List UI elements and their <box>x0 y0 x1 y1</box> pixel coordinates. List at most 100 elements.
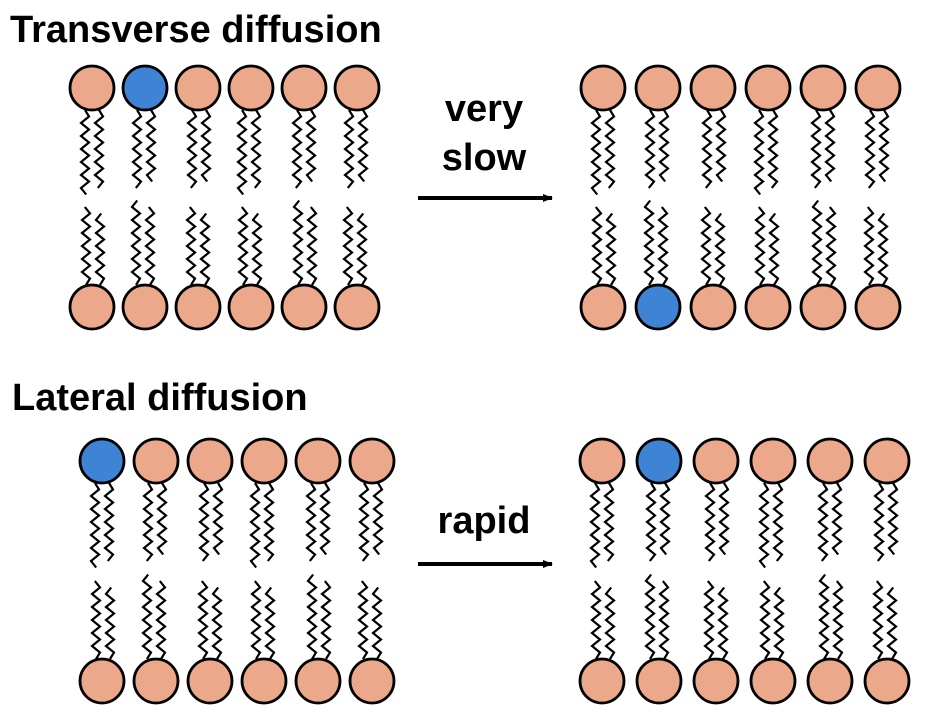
bottom-leaflet-lipid <box>854 206 902 331</box>
fatty-acid-tail <box>878 109 890 183</box>
bottom-leaflet-lipid <box>692 580 740 705</box>
fatty-acid-tail <box>767 109 779 189</box>
fatty-acid-tail <box>772 482 784 562</box>
fatty-acid-tail <box>371 586 383 660</box>
fatty-acid-tail <box>343 109 355 189</box>
fatty-acid-tail <box>342 206 354 286</box>
top-leaflet-lipid <box>578 437 626 569</box>
fatty-acid-tail <box>658 109 670 183</box>
bottom-leaflet-lipid <box>348 580 396 705</box>
fatty-acid-tail <box>291 109 303 189</box>
fatty-acid-tail <box>718 482 730 556</box>
top-leaflet-lipid <box>174 64 222 189</box>
top-leaflet-lipid <box>333 64 381 189</box>
lateral-rate-label: rapid <box>438 500 531 542</box>
fatty-acid-tail <box>131 109 143 189</box>
top-leaflet-lipid <box>132 437 180 562</box>
lipid-head <box>579 283 627 331</box>
lipid-head <box>186 437 234 485</box>
bottom-leaflet-lipid <box>333 206 381 331</box>
bottom-leaflet-lipid <box>227 206 275 331</box>
lipid-head <box>749 657 797 705</box>
top-leaflet-lipid <box>689 64 737 189</box>
fatty-acid-tail <box>236 109 248 196</box>
top-leaflet-lipid <box>186 437 234 562</box>
fatty-acid-tail <box>873 482 885 562</box>
top-leaflet-lipid <box>634 64 682 189</box>
top-leaflet-lipid <box>744 64 792 196</box>
fatty-acid-tail <box>657 206 669 286</box>
fatty-acid-tail <box>872 580 884 660</box>
transverse-diffusion-title: Transverse diffusion <box>10 9 382 51</box>
fatty-acid-tail <box>185 206 197 286</box>
lipid-head <box>348 657 396 705</box>
fatty-acid-tail <box>155 580 167 660</box>
labeled-lipid-head <box>634 283 682 331</box>
fatty-acid-tail <box>212 482 224 556</box>
fatty-acid-tail <box>292 199 304 286</box>
lipid-head <box>854 283 902 331</box>
fatty-acid-tail <box>104 586 116 660</box>
lipid-head <box>634 64 682 112</box>
top-leaflet-lipid <box>78 437 126 569</box>
fatty-acid-tail <box>145 109 157 183</box>
fatty-acid-tail <box>93 109 105 189</box>
bottom-leaflet-lipid <box>578 580 626 705</box>
bottom-leaflet-lipid <box>863 580 911 705</box>
bottom-leaflet-lipid <box>186 580 234 705</box>
fatty-acid-tail <box>605 212 617 286</box>
lipid-head <box>806 437 854 485</box>
lipid-head <box>280 64 328 112</box>
fatty-acid-tail <box>358 482 370 562</box>
bottom-leaflet-lipid <box>634 199 682 331</box>
lipid-head <box>749 437 797 485</box>
fatty-acid-tail <box>704 482 716 562</box>
fatty-acid-tail <box>200 109 212 183</box>
lateral-before-bilayer <box>78 437 396 705</box>
bottom-leaflet-lipid <box>174 206 222 331</box>
lipid-head <box>692 437 740 485</box>
fatty-acid-tail <box>590 580 602 660</box>
lipid-head <box>578 437 626 485</box>
fatty-acid-tail <box>754 206 766 286</box>
fatty-acid-tail <box>251 212 263 286</box>
lipid-head <box>132 437 180 485</box>
fatty-acid-tail <box>832 580 844 660</box>
fatty-acid-tail <box>877 212 889 286</box>
labeled-lipid-head <box>121 64 169 112</box>
lipid-head <box>68 283 116 331</box>
fatty-acid-tail <box>759 580 771 660</box>
fatty-acid-tail <box>604 586 616 660</box>
lipid-head <box>186 657 234 705</box>
fatty-acid-tail <box>811 199 823 286</box>
top-leaflet-lipid <box>121 64 169 189</box>
fatty-acid-tail <box>263 482 275 562</box>
lipid-head <box>744 283 792 331</box>
fatty-acid-tail <box>249 482 261 569</box>
lipid-head <box>294 437 342 485</box>
fatty-acid-tail <box>703 580 715 660</box>
fatty-acid-tail <box>186 109 198 189</box>
fatty-acid-tail <box>250 580 262 660</box>
lipid-head <box>333 283 381 331</box>
lipid-head <box>227 64 275 112</box>
lipid-head <box>579 64 627 112</box>
fatty-acid-tail <box>758 482 770 569</box>
fatty-acid-tail <box>714 212 726 286</box>
fatty-acid-tail <box>156 482 168 556</box>
fatty-acid-tail <box>591 206 603 286</box>
fatty-acid-tail <box>305 109 317 183</box>
fatty-acid-tail <box>863 206 875 286</box>
fatty-acid-tail <box>197 580 209 660</box>
fatty-acid-tail <box>658 580 670 660</box>
bottom-leaflet-lipid <box>78 580 126 705</box>
fatty-acid-tail <box>264 586 276 660</box>
bottom-leaflet-lipid <box>280 199 328 331</box>
bottom-leaflet-lipid <box>799 199 847 331</box>
fatty-acid-tail <box>825 206 837 286</box>
fatty-acid-tail <box>356 212 368 286</box>
fatty-acid-tail <box>644 109 656 189</box>
lipid-head <box>132 657 180 705</box>
fatty-acid-tail <box>305 482 317 562</box>
